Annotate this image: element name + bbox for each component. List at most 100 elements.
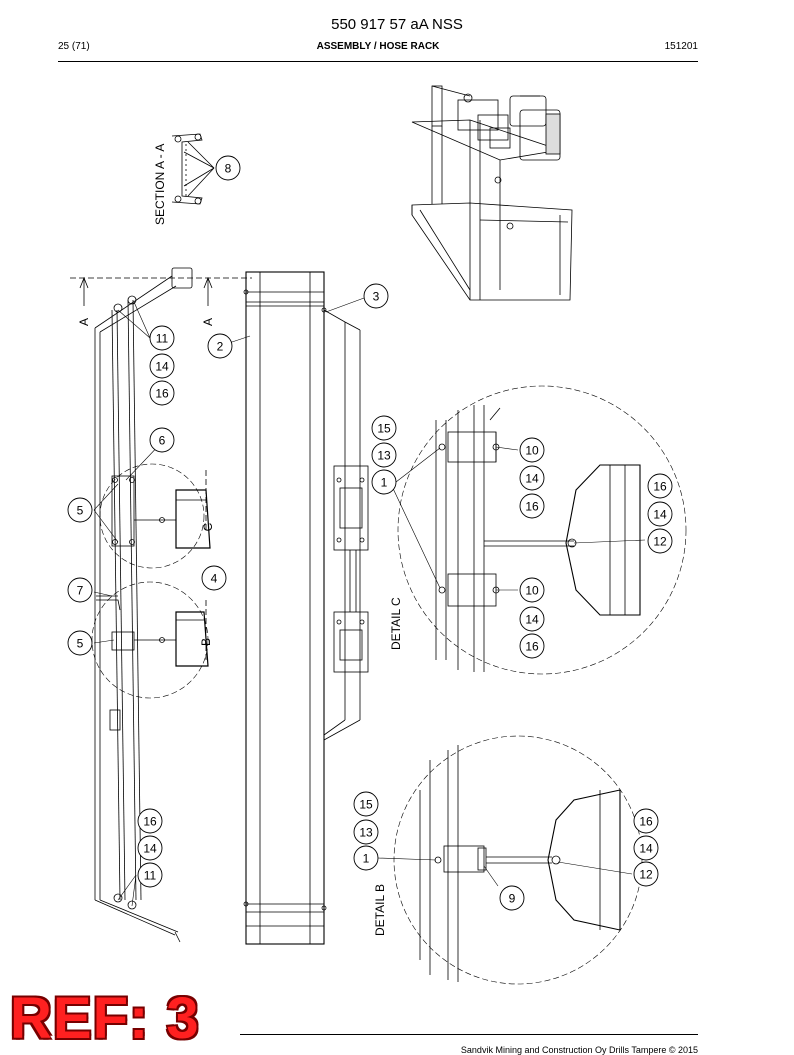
callout-9: 9 [499, 885, 525, 911]
callout-number: 16 [525, 640, 539, 654]
detail-b-view [393, 735, 643, 985]
callout-number: 13 [377, 449, 391, 463]
callout-bubble [215, 155, 241, 181]
callout-bubble [67, 577, 93, 603]
callout-14: 14 [519, 606, 545, 632]
callout-14: 14 [633, 835, 659, 861]
callout-14: 14 [137, 835, 163, 861]
callout-16: 16 [647, 473, 673, 499]
callout-11: 11 [137, 862, 163, 888]
leader-lines [93, 297, 646, 907]
callout-number: 16 [639, 815, 653, 829]
callout-bubble [633, 835, 659, 861]
callout-bubble [371, 442, 397, 468]
callout-number: 11 [144, 869, 157, 883]
callout-5: 5 [67, 497, 93, 523]
callout-number: 10 [525, 444, 539, 458]
callout-bubble [519, 633, 545, 659]
callout-number: 1 [363, 852, 370, 866]
callout-number: 11 [156, 332, 169, 346]
middle-frame-view [243, 271, 369, 945]
footer-rule [240, 1034, 698, 1035]
callout-bubble [353, 845, 379, 871]
callout-number: 14 [639, 842, 653, 856]
left-elevation-view [91, 267, 211, 943]
callout-bubble [149, 427, 175, 453]
callout-15: 15 [353, 791, 379, 817]
callout-bubble [207, 333, 233, 359]
callout-number: 3 [373, 290, 380, 304]
callout-4: 4 [201, 565, 227, 591]
callout-12: 12 [633, 861, 659, 887]
callout-5: 5 [67, 630, 93, 656]
callout-number: 16 [525, 500, 539, 514]
callout-number: 16 [143, 815, 157, 829]
callout-bubble [647, 501, 673, 527]
date-code: 151201 [664, 41, 698, 52]
callout-number: 7 [77, 584, 84, 598]
section-title: ASSEMBLY / HOSE RACK [316, 41, 440, 52]
callout-bubble [519, 577, 545, 603]
callout-16: 16 [519, 633, 545, 659]
callout-bubble [137, 808, 163, 834]
callout-bubble [633, 861, 659, 887]
callout-bubble [371, 415, 397, 441]
callout-number: 8 [225, 162, 232, 176]
callout-bubble [499, 885, 525, 911]
callout-number: 1 [381, 476, 388, 490]
callout-number: 14 [155, 360, 169, 374]
section-aa-label: SECTION A - A [153, 144, 167, 225]
callout-bubble [201, 565, 227, 591]
section-arrow-a-left: A [77, 318, 91, 326]
callout-10: 10 [519, 437, 545, 463]
callout-bubble [371, 469, 397, 495]
callout-15: 15 [371, 415, 397, 441]
header-rule [58, 61, 698, 62]
callout-bubble [149, 353, 175, 379]
detail-b-marker: B [199, 638, 213, 646]
callout-16: 16 [519, 493, 545, 519]
callout-bubble [519, 465, 545, 491]
callout-bubble [67, 497, 93, 523]
callout-number: 14 [525, 613, 539, 627]
callout-bubble [363, 283, 389, 309]
callout-bubble [353, 819, 379, 845]
callout-number: 10 [525, 584, 539, 598]
callout-2: 2 [207, 333, 233, 359]
callout-number: 13 [359, 826, 373, 840]
callout-number: 4 [211, 572, 218, 586]
callout-bubble [353, 791, 379, 817]
callout-7: 7 [67, 577, 93, 603]
callout-number: 15 [359, 798, 373, 812]
callout-number: 12 [639, 868, 653, 882]
callout-14: 14 [149, 353, 175, 379]
callout-bubble [519, 493, 545, 519]
detail-b-label: DETAIL B [373, 884, 387, 936]
page-number: 25 (71) [58, 41, 90, 52]
callout-1: 1 [353, 845, 379, 871]
callout-6: 6 [149, 427, 175, 453]
section-arrow-a-right: A [201, 318, 215, 326]
callout-number: 14 [143, 842, 157, 856]
callout-13: 13 [371, 442, 397, 468]
callout-number: 5 [77, 504, 84, 518]
callout-14: 14 [519, 465, 545, 491]
callout-number: 14 [653, 508, 667, 522]
callout-bubble [647, 473, 673, 499]
callout-bubble [149, 380, 175, 406]
section-aa-view [171, 133, 215, 205]
callout-bubble [519, 606, 545, 632]
callout-3: 3 [363, 283, 389, 309]
callout-number: 5 [77, 637, 84, 651]
callout-number: 12 [653, 535, 667, 549]
isometric-view [411, 85, 573, 301]
detail-c-view [397, 385, 687, 675]
callout-number: 16 [155, 387, 169, 401]
callout-number: 2 [217, 340, 224, 354]
callout-bubble [137, 835, 163, 861]
callout-bubble [149, 325, 175, 351]
document-title: 550 917 57 aA NSS [331, 16, 463, 33]
callout-16: 16 [633, 808, 659, 834]
callout-number: 16 [653, 480, 667, 494]
